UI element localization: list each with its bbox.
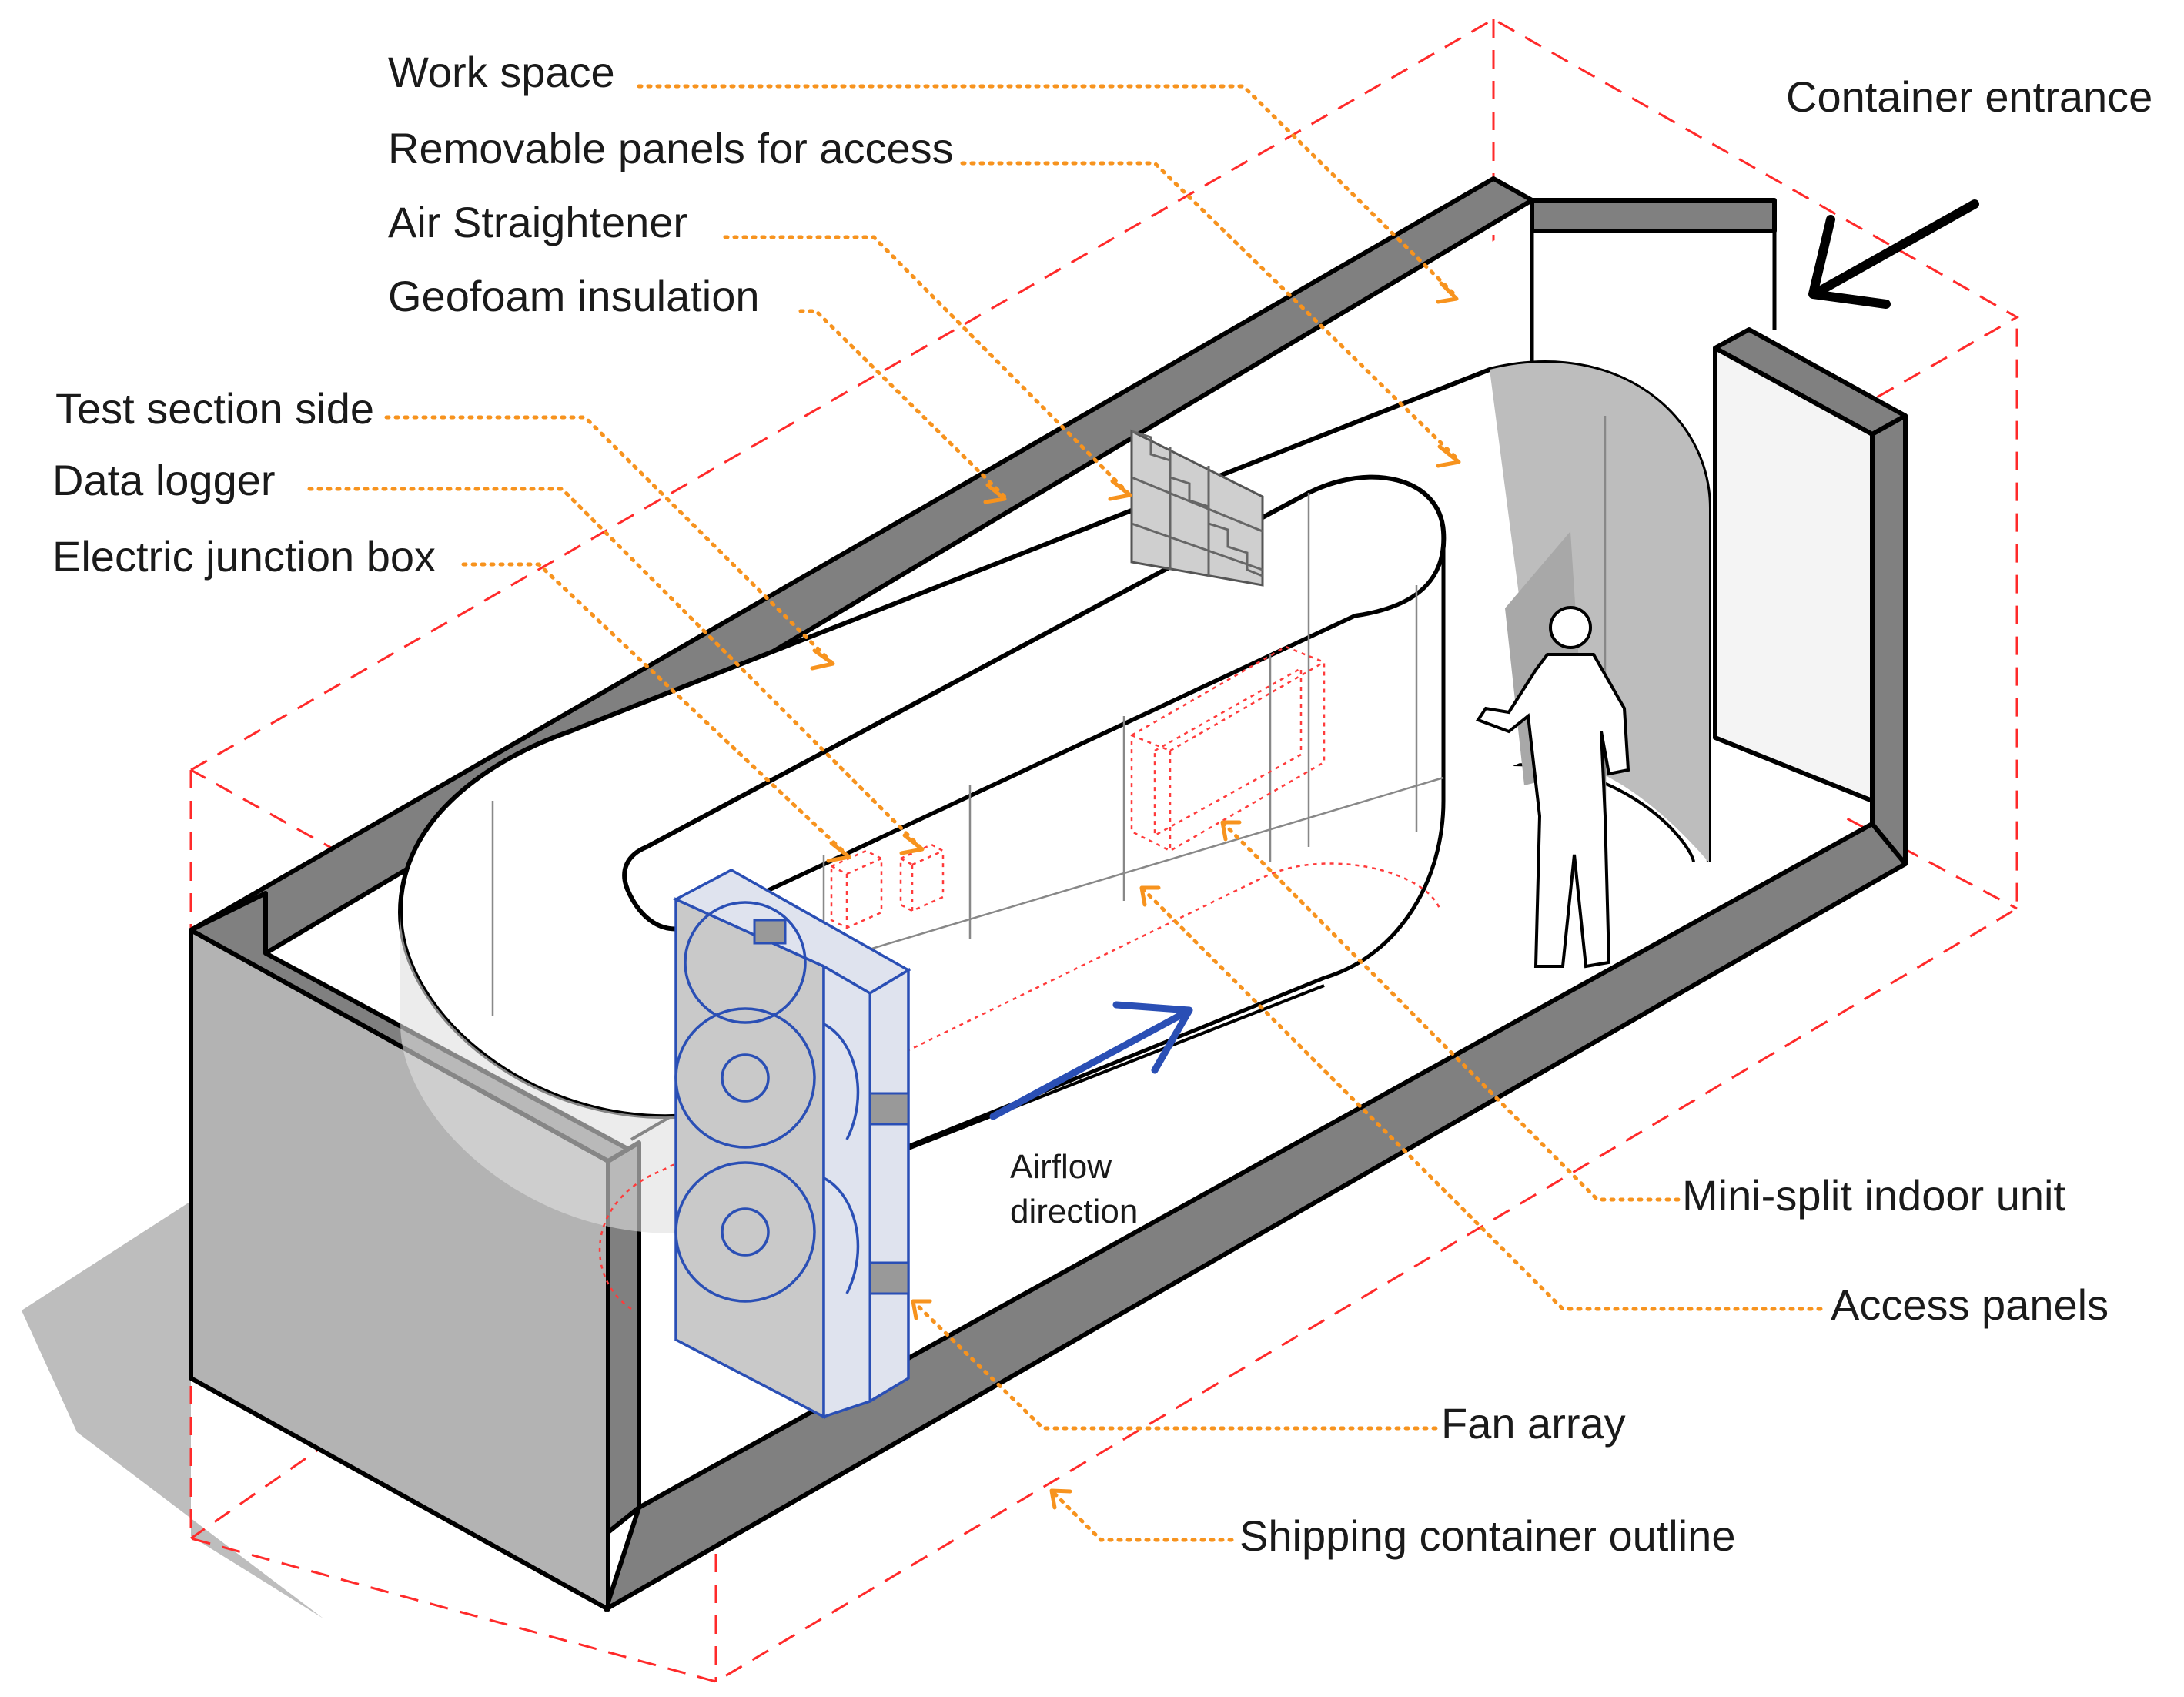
electric-junction-box	[830, 849, 883, 929]
mini-split-indoor-unit	[1130, 645, 1326, 852]
data-logger	[899, 843, 945, 912]
tunnel-left-end-shade	[400, 912, 697, 1233]
label-shipping-container-outline: Shipping container outline	[1239, 1511, 1735, 1560]
label-data-logger: Data logger	[52, 456, 276, 504]
label-work-space: Work space	[388, 48, 615, 96]
label-geofoam-insulation: Geofoam insulation	[388, 272, 760, 320]
container-front-wall-bottom	[604, 822, 1908, 1612]
container-entrance-lintel	[1530, 198, 1777, 233]
label-airflow-line2: direction	[1010, 1193, 1138, 1230]
ground-shadow	[22, 1201, 323, 1618]
label-mini-split-indoor-unit: Mini-split indoor unit	[1682, 1171, 2065, 1220]
label-test-section-side: Test section side	[55, 384, 374, 433]
label-airflow-line1: Airflow	[1010, 1148, 1112, 1186]
leader-lines	[307, 84, 1823, 1542]
label-electric-junction-box: Electric junction box	[52, 532, 436, 581]
person-silhouette	[1475, 606, 1630, 969]
label-access-panels: Access panels	[1831, 1280, 2109, 1329]
label-container-entrance: Container entrance	[1786, 72, 2152, 121]
airflow-arrow	[989, 1001, 1193, 1120]
tunnel-floor-dashed-outline	[598, 862, 1441, 1310]
fan-array	[673, 869, 911, 1419]
label-removable-panels: Removable panels for access	[388, 124, 954, 172]
container-right-pillar-side	[1870, 413, 1908, 866]
label-fan-array: Fan array	[1441, 1399, 1626, 1448]
air-straightener	[1130, 429, 1264, 587]
label-air-straightener: Air Straightener	[388, 198, 687, 246]
container-entrance-arrow	[1808, 199, 1979, 309]
